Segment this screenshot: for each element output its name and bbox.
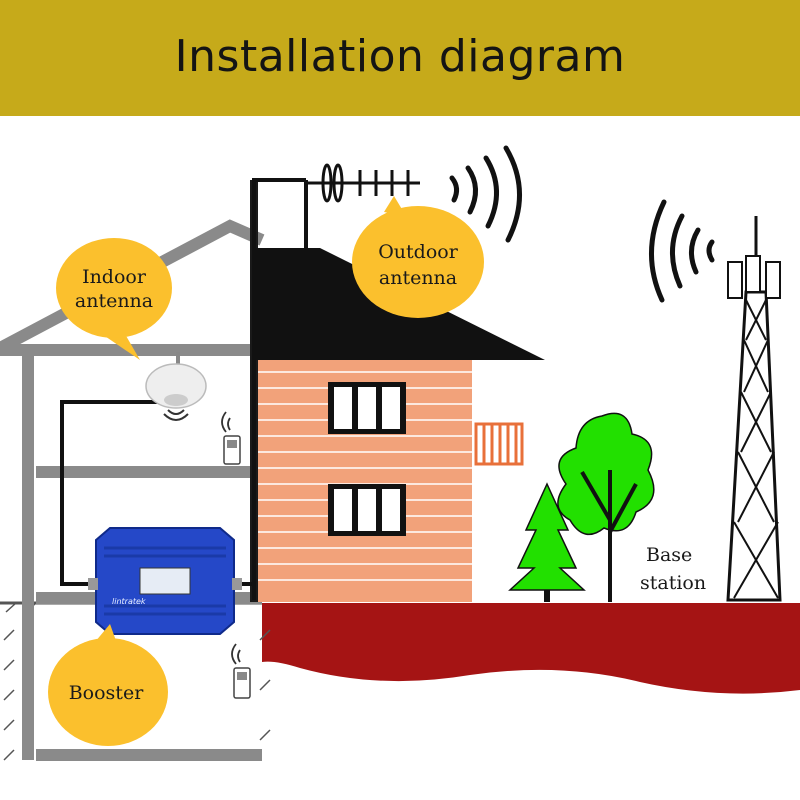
title-banner: Installation diagram: [0, 0, 800, 116]
page-title: Installation diagram: [174, 31, 626, 82]
label-booster: Booster: [69, 682, 144, 704]
label-base-line1: Base: [646, 544, 692, 566]
label-outdoor-line2: antenna: [379, 267, 457, 289]
upper-window: [328, 382, 406, 434]
booster-brand: lintratek: [112, 597, 146, 606]
tower-signal-waves: [649, 199, 715, 303]
antenna-cable: [60, 178, 308, 600]
indoor-antenna: [145, 352, 207, 421]
pine-tree: [508, 482, 586, 602]
label-indoor-line2: antenna: [75, 290, 153, 312]
callout-indoor-antenna: Indoor antenna: [56, 238, 172, 360]
balcony-railing: [474, 422, 524, 466]
label-indoor-line1: Indoor: [82, 266, 147, 288]
outdoor-antenna: [306, 163, 420, 203]
base-station-tower: [726, 216, 782, 602]
booster-device: lintratek: [88, 527, 242, 635]
round-tree: [557, 412, 655, 602]
lower-window: [328, 484, 406, 536]
callout-outdoor-antenna: Outdoor antenna: [352, 196, 484, 318]
phone-upper: [221, 411, 241, 465]
label-outdoor-line1: Outdoor: [378, 241, 458, 263]
label-base-line2: station: [640, 572, 706, 594]
ground: [262, 603, 800, 694]
outdoor-signal-waves: [449, 145, 522, 243]
soil-hatching: [3, 602, 271, 761]
phone-lower: [231, 643, 251, 699]
callout-booster: Booster: [48, 624, 168, 746]
